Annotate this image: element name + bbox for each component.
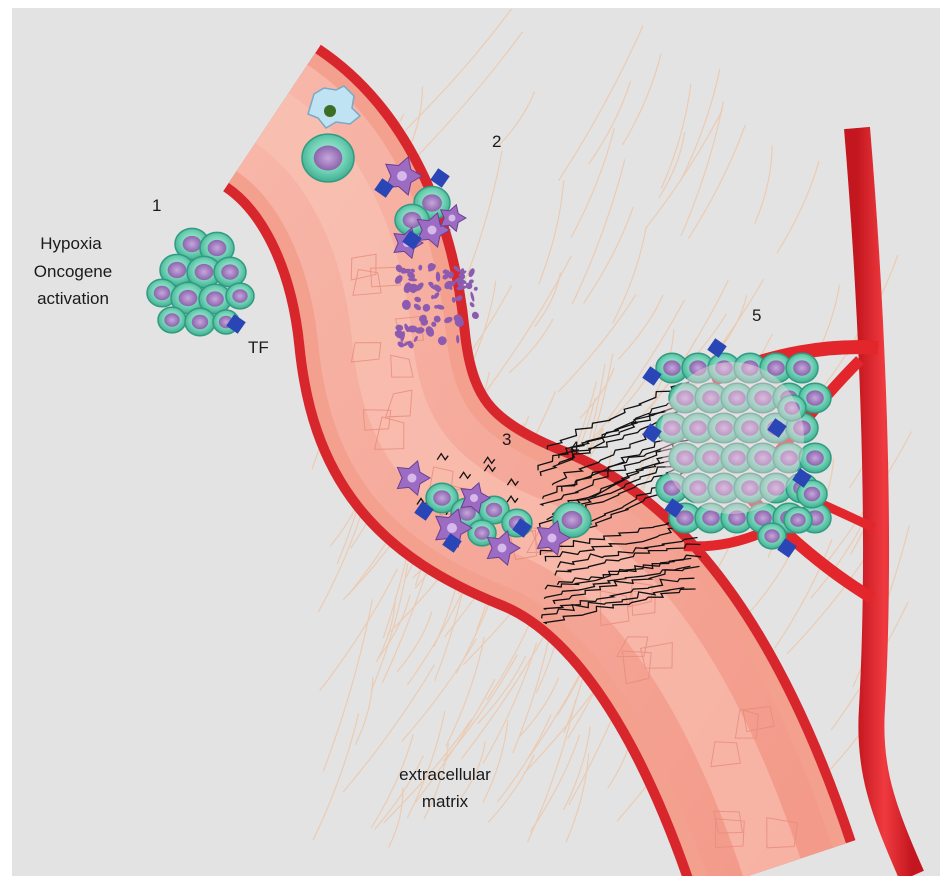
tumor-nucleus [168, 262, 187, 278]
tumor-nucleus [804, 487, 821, 501]
tumor-nucleus [806, 390, 824, 405]
step-1-label: 1 [152, 196, 161, 216]
step-2-label: 2 [492, 132, 501, 152]
tumor-nucleus [764, 529, 779, 542]
tumor-nucleus [195, 264, 214, 280]
tumor-nucleus [793, 360, 811, 375]
tumor-cell [214, 257, 246, 286]
extracellular-label: extracellular [390, 765, 500, 785]
tumor-cell [786, 353, 818, 382]
tumor-cell [158, 307, 186, 333]
oncogene-label: Oncogene [26, 262, 120, 282]
tumor-nucleus [486, 503, 503, 517]
tumor-cell [784, 507, 812, 533]
tumor-nucleus [314, 146, 343, 171]
tumor-cell [799, 443, 831, 472]
tissue-factor-label: TF [248, 338, 269, 358]
tumor-overlay [660, 362, 804, 514]
diagram-canvas: 1 Hypoxia Oncogene activation TF 2 3 4 5… [12, 8, 940, 876]
hypoxia-label: Hypoxia [32, 234, 110, 254]
activation-label: activation [26, 289, 120, 309]
tumor-nucleus [790, 513, 805, 526]
tumor-nucleus [562, 511, 583, 529]
tumor-nucleus [433, 490, 451, 505]
tumor-nucleus [183, 236, 202, 252]
tumor-nucleus [206, 291, 224, 306]
step-4-label: 4 [570, 438, 579, 458]
microparticle [469, 301, 476, 308]
microparticle [470, 291, 476, 302]
tumor-cell [226, 283, 254, 309]
tumor-nucleus [208, 240, 227, 256]
tumor-nucleus [192, 315, 209, 329]
microparticle [470, 310, 480, 320]
step-3-label: 3 [502, 430, 511, 450]
tumor-nucleus [702, 510, 720, 525]
tumor-nucleus [164, 313, 179, 326]
tumor-cell [302, 134, 354, 182]
tumor-nucleus [221, 264, 239, 279]
tumor-nucleus [806, 450, 824, 465]
tumor-nucleus [179, 290, 198, 306]
tumor-nucleus [154, 286, 171, 300]
tumor-nucleus [232, 289, 247, 302]
microparticle [473, 286, 478, 291]
tumor-cell [185, 308, 215, 336]
matrix-label: matrix [390, 792, 500, 812]
cancer-thrombosis-illustration [12, 8, 940, 876]
tumor-nucleus [663, 360, 681, 375]
metastatic-tumor-mass [656, 353, 831, 549]
step-5-label: 5 [752, 306, 761, 326]
